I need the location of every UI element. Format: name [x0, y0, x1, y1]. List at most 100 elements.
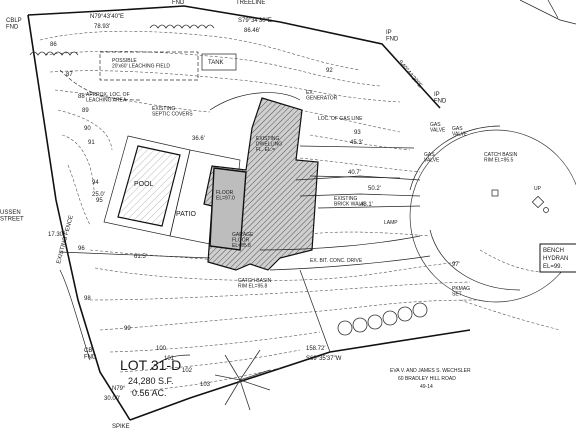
label-dist-left: 17.30' [48, 232, 64, 238]
dim-line-48 [317, 205, 421, 209]
adjacent-line [519, 0, 576, 25]
contour-label: 86 [50, 42, 57, 48]
brick-walk [295, 175, 421, 181]
label-bearing-top-right: S79°34'30"E [238, 18, 272, 24]
contour-label: 100 [156, 346, 167, 352]
label-generator: EX.GENERATOR [306, 90, 338, 102]
lot-boundary-bottom [129, 329, 471, 421]
contour-label: 90 [84, 126, 91, 132]
label-pool: POOL [134, 181, 154, 188]
contour-label: 89 [82, 108, 89, 114]
label-owner-3: 49-14 [420, 384, 433, 390]
label-bearing-right: S40°44'20"E [396, 59, 422, 89]
label-dim-36: 36.6' [192, 136, 205, 142]
label-bearing-bottom-left: N79° [112, 386, 126, 392]
fence-line [59, 269, 91, 361]
marker-circle [543, 207, 549, 213]
contour-label: 96 [78, 246, 85, 252]
label-lot-area-sf: 24,280 S.F. [128, 376, 174, 386]
leaching-field [99, 51, 199, 81]
drive-arc [209, 92, 301, 111]
house-floor [209, 167, 247, 251]
label-dim-30: 30.00' [104, 396, 120, 402]
dim-line-61 [59, 251, 211, 259]
shrubs [337, 302, 428, 336]
label-up: UP [534, 186, 542, 192]
label-dim-158: 158.72' [306, 346, 326, 352]
label-dim-48-1: 48.1' [360, 202, 373, 208]
cul-de-sac [409, 129, 576, 303]
treeline-symbols [29, 24, 215, 56]
label-tank: TANK [208, 60, 224, 66]
label-dist-top-left: 78.93' [94, 24, 110, 30]
contour-label: 97 [452, 262, 459, 268]
lot-boundary-left [27, 14, 131, 421]
contour-lines [39, 30, 561, 393]
label-owner-1: EVA V. AND JAMES S. WECHSLER [390, 368, 471, 374]
label-dim-40-7: 40.7' [348, 170, 361, 176]
contour-label: 91 [88, 140, 95, 146]
marker-diamond [531, 195, 545, 209]
label-bearing-top-left: N79°43'40"E [90, 14, 124, 20]
label-bench: BENCH [543, 248, 564, 254]
contour-label: 93 [354, 130, 361, 136]
dim-line-40 [309, 175, 401, 179]
label-patio: PATIO [176, 211, 197, 218]
brick-walk-2 [299, 193, 421, 197]
tree-symbol [214, 349, 271, 411]
contour-label: 95 [96, 198, 103, 204]
contour-label: 94 [92, 180, 99, 186]
leaching-area-outline [59, 69, 141, 101]
label-dim-61: 61.5' [134, 254, 147, 260]
label-treeline: TREELINE [236, 0, 265, 6]
driveway-edge [259, 235, 421, 251]
road-edge [409, 125, 501, 191]
label-lot-number: LOT 31-D [120, 357, 181, 373]
contour-label: 101 [164, 356, 175, 362]
label-gas-line: LOC. OF GAS LINE [318, 116, 363, 122]
label-dim-45: 45.3' [350, 140, 363, 146]
label-existing-fence: EXISTING FENCE [56, 215, 75, 265]
septic-tank [201, 53, 237, 71]
bench-box [539, 243, 576, 273]
label-dist-top-right: 86.46' [244, 28, 260, 34]
contour-label: 92 [326, 68, 333, 74]
pool [117, 145, 181, 227]
contour-label: 88 [78, 94, 85, 100]
small-line [149, 354, 191, 371]
contour-label: 103 [200, 382, 211, 388]
label-bearing-bottom: S69°35'37"W [306, 356, 342, 362]
label-owner-2: 60 BRADLEY HILL ROAD [398, 376, 456, 382]
dim-line-158 [299, 269, 331, 353]
dim-line-45 [299, 145, 415, 149]
road-edge-2 [429, 229, 521, 291]
lot-boundary [27, 5, 441, 109]
contour-label: 99 [124, 326, 131, 332]
contour-label: 87 [66, 72, 73, 78]
driveway-edge-2 [269, 255, 431, 271]
label-lot-area-ac: 0.56 AC. [132, 388, 167, 398]
label-spike: SPIKE [112, 424, 130, 430]
marker-square [491, 189, 499, 197]
label-dim-50: 50.2' [368, 186, 381, 192]
label-ex-drive: EX. BIT. CONC. DRIVE [310, 258, 363, 264]
label-hydrant: HYDRAN [543, 256, 568, 262]
label-top-fnd: FND [172, 0, 185, 6]
